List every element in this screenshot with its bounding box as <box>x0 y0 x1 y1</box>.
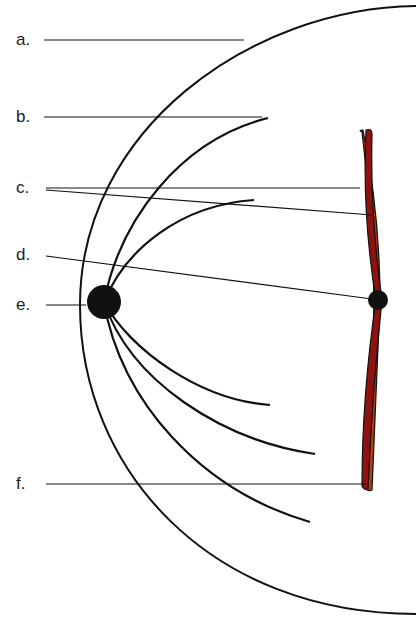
centrosome <box>87 285 121 319</box>
part-label: d. <box>16 245 30 265</box>
spindle-fibers <box>104 118 315 522</box>
leader-line <box>46 304 86 305</box>
leader-lines <box>44 40 372 484</box>
spindle-fiber <box>104 302 315 454</box>
cell-membrane <box>80 6 416 614</box>
spindle-fiber <box>104 302 310 522</box>
leader-line <box>46 483 366 484</box>
leader-line <box>46 187 360 188</box>
leader-line <box>44 39 244 40</box>
centromere <box>368 290 388 310</box>
leader-line <box>46 256 372 299</box>
part-label: b. <box>16 107 30 127</box>
part-label: c. <box>16 178 29 198</box>
spindle-fiber <box>104 200 254 302</box>
part-label: f. <box>16 474 25 494</box>
part-label: a. <box>16 30 30 50</box>
part-label: e. <box>16 295 30 315</box>
spindle-fiber <box>104 302 270 405</box>
leader-line <box>46 190 372 215</box>
leader-line <box>44 116 262 117</box>
